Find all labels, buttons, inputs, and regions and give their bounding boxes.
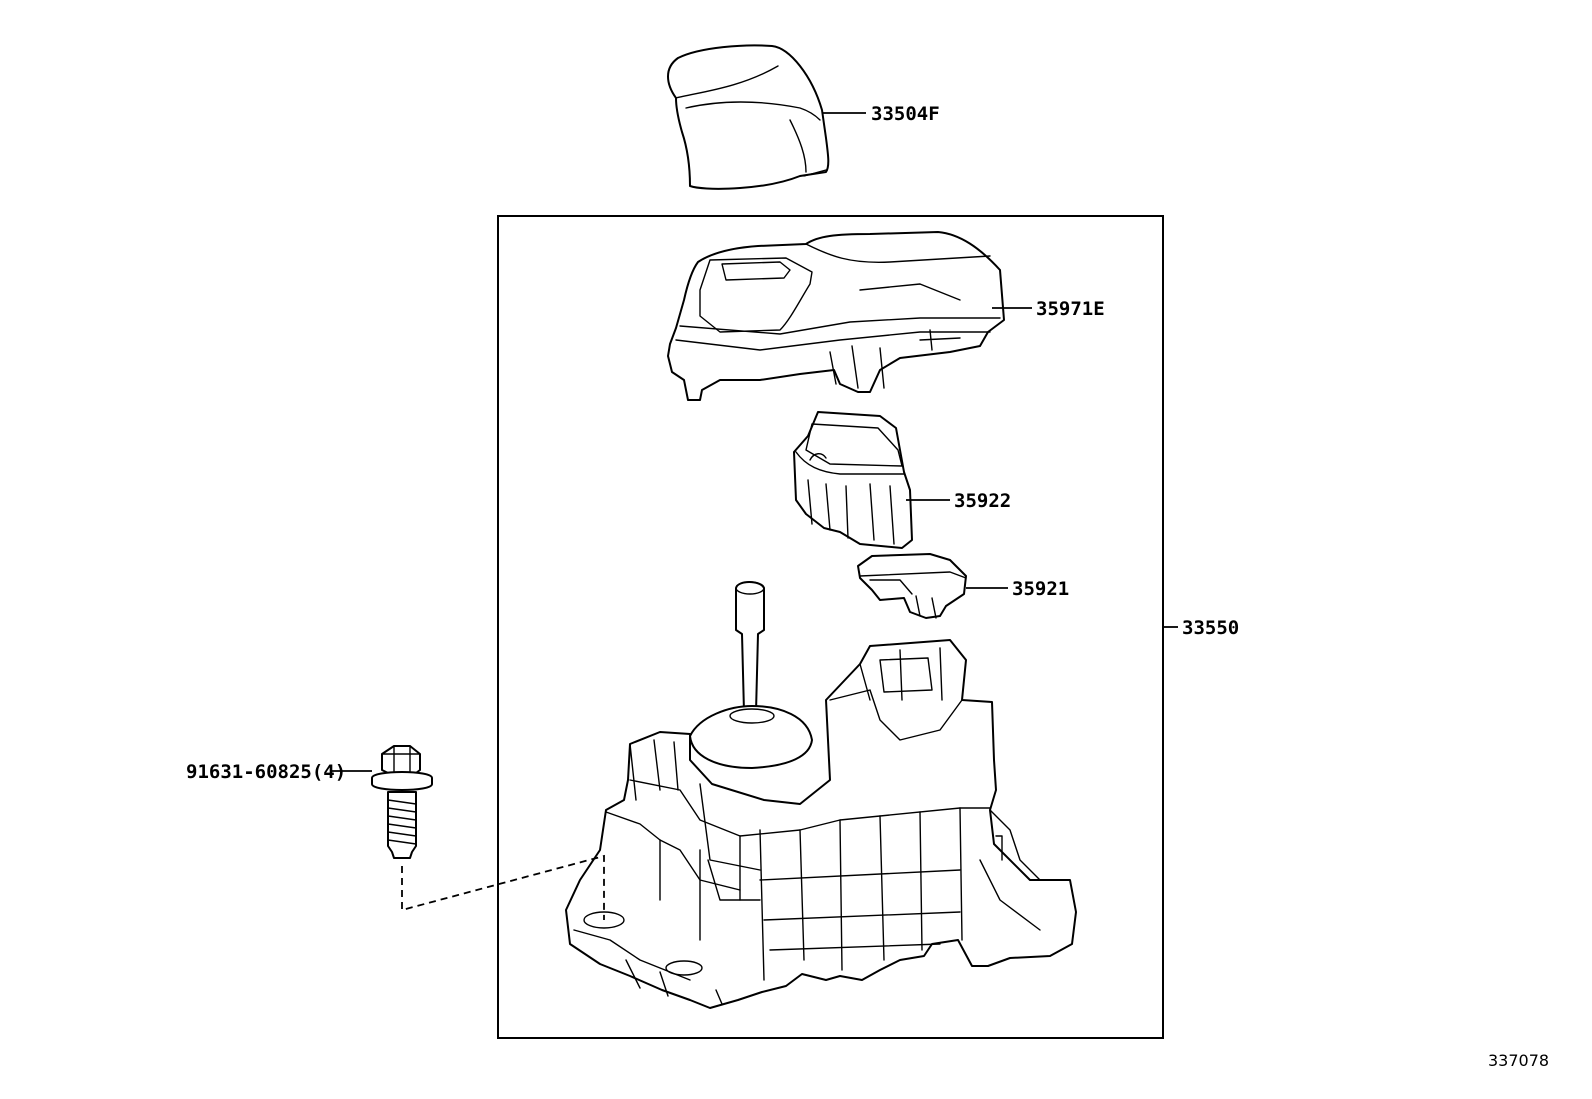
bolt-part[interactable] (371, 745, 433, 859)
callout-switch: 35922 (954, 490, 1011, 512)
callout-cover: 35921 (1012, 578, 1069, 600)
diagram-id: 337078 (1488, 1051, 1549, 1070)
shift-knob-part[interactable] (667, 44, 830, 190)
callout-shift-lever-assembly: 33550 (1182, 617, 1239, 639)
callout-indicator-housing: 35971E (1036, 298, 1105, 320)
switch-part[interactable] (793, 411, 913, 549)
callout-bolt: 91631-60825(4) (186, 761, 346, 783)
cover-part[interactable] (857, 553, 967, 619)
install-guide-line (401, 854, 605, 920)
callout-knob: 33504F (871, 103, 940, 125)
shift-lever-base-part[interactable] (565, 581, 1077, 1009)
leader-lines (330, 112, 1178, 772)
indicator-housing-part[interactable] (667, 231, 1005, 401)
